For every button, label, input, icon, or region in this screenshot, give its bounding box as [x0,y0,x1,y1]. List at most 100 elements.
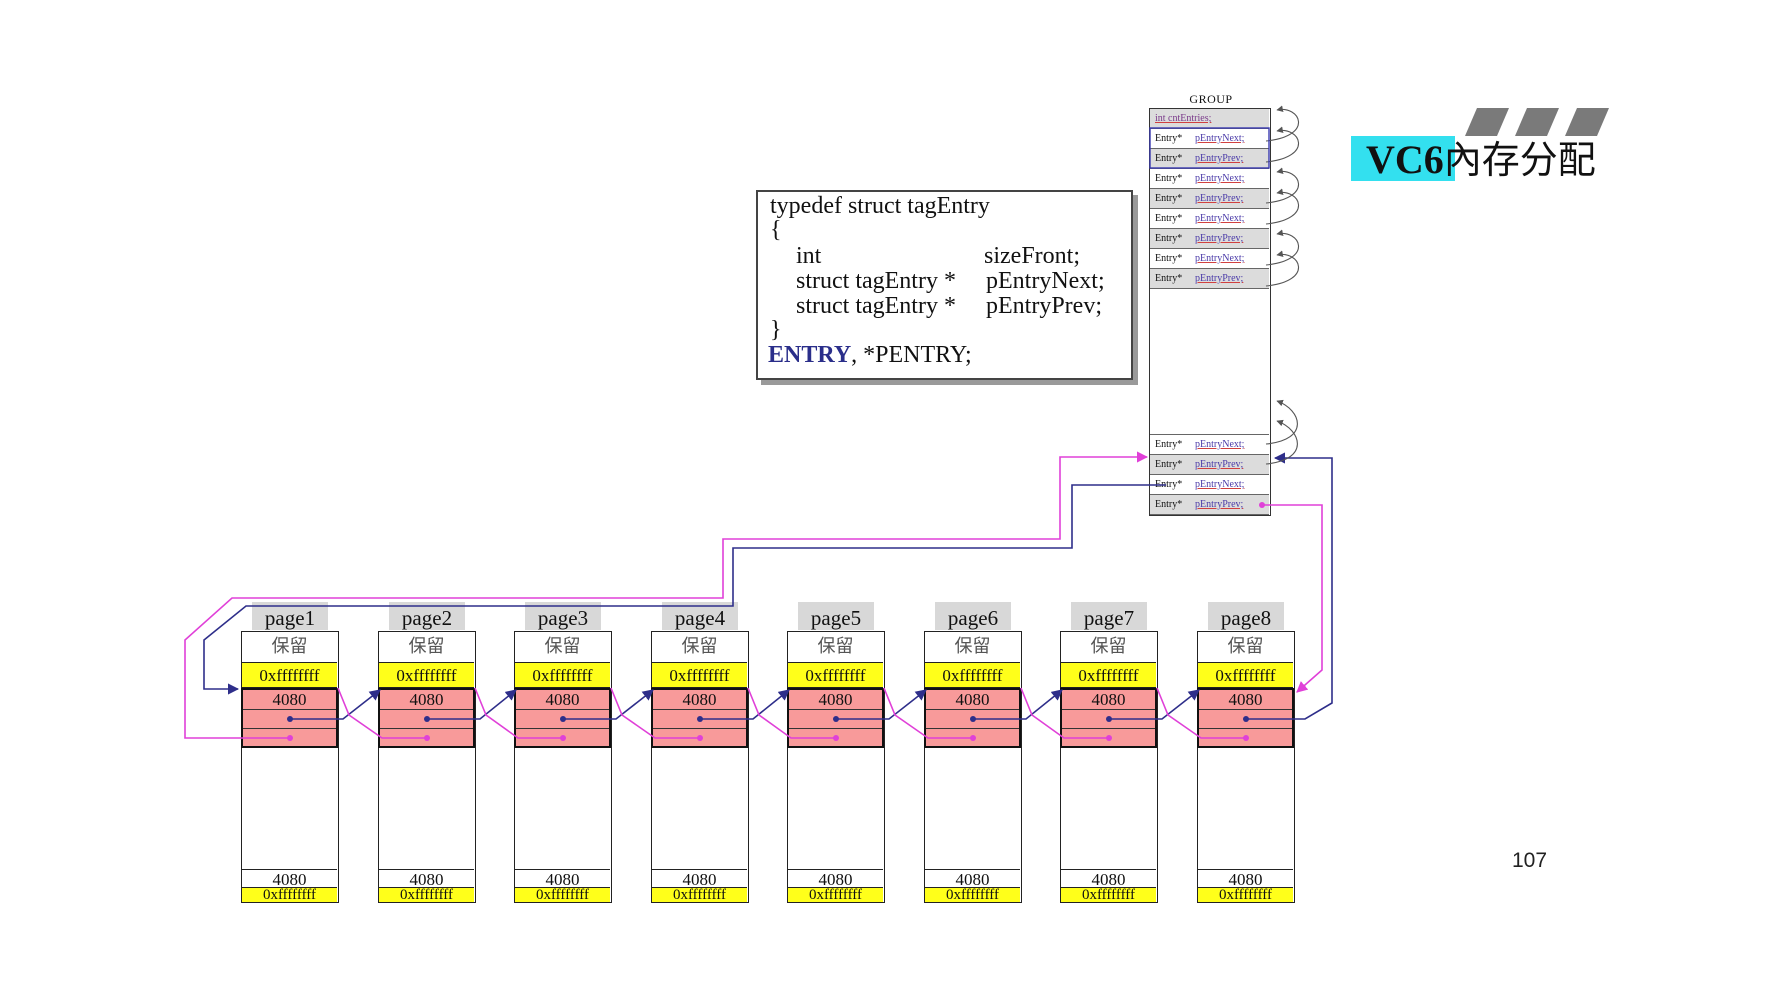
page-top-marker: 0xffffffff [788,662,883,688]
group-entry-type: Entry* [1155,233,1183,244]
page-bottom-size: 4080 [242,869,337,889]
code-line-close-brace: } [770,317,782,343]
code-line-open-brace: { [770,217,782,243]
entry-divider [516,709,609,710]
page-reserved-cell: 保留 [817,636,854,657]
group-entry-type: Entry* [1155,193,1183,204]
entry-divider [1062,709,1155,710]
group-row-bottom-2: Entry*pEntryNext; [1150,475,1269,495]
code-field-name-1: pEntryNext; [986,268,1105,294]
entry-size-front: 4080 [1091,690,1126,709]
group-row-bottom-0: Entry* pEntryNext; [1150,435,1269,455]
group-row-bottom-3: Entry*pEntryPrev; [1150,495,1269,515]
page-label-1: page1 [252,602,328,630]
page-label-2: page2 [389,602,465,630]
entry-divider [789,728,882,729]
group-row-top-4: Entry*pEntryNext; [1150,209,1269,229]
page-bottom-marker: 0xffffffff [242,887,337,903]
group-entry-pointer: pEntryNext; [1195,439,1245,450]
group-entry-type: Entry* [1155,133,1183,144]
page-free-entry: 4080 [241,688,338,748]
group-entry-pointer: pEntryNext; [1195,213,1245,224]
entry-divider [926,728,1019,729]
page-free-entry: 4080 [1197,688,1294,748]
group-entry-type: Entry* [1155,439,1183,450]
code-line-typedef: typedef struct tagEntry [770,193,990,219]
entry-divider [1199,709,1292,710]
entry-size-front: 4080 [1228,690,1263,709]
entry-size-front: 4080 [545,690,580,709]
page-label-3: page3 [525,602,601,630]
code-field-name-2: pEntryPrev; [986,293,1102,319]
entry-divider [926,709,1019,710]
group-entry-type: Entry* [1155,153,1183,164]
page-bottom-marker: 0xffffffff [925,887,1020,903]
page-free-entry: 4080 [651,688,748,748]
group-row-top-3: Entry* pEntryPrev; [1150,189,1269,209]
page-reserved-cell: 保留 [408,636,445,657]
code-field-type-0: int [796,243,822,269]
group-entry-type: Entry* [1155,253,1183,264]
group-entry-pointer: pEntryNext; [1195,479,1245,490]
code-field-type-1: struct tagEntry * [796,268,956,294]
group-row-bottom-1: Entry*pEntryPrev; [1150,455,1269,475]
page-top-marker: 0xffffffff [515,662,610,688]
page-bottom-marker: 0xffffffff [515,887,610,903]
group-row-top-1: Entry*pEntryPrev; [1150,149,1269,169]
page-bottom-size: 4080 [652,869,747,889]
slide-page-number: 107 [1512,849,1548,872]
page-bottom-size: 4080 [515,869,610,889]
entry-divider [653,728,746,729]
entry-divider [1199,728,1292,729]
group-table: int cntEntries; Entry*pEntryNext;Entry*p… [1149,108,1271,516]
page-bottom-size: 4080 [379,869,474,889]
page-label-4: page4 [662,602,738,630]
title-stripes-decoration [1465,108,1609,136]
page-free-entry: 4080 [787,688,884,748]
group-entry-pointer: pEntryNext; [1195,173,1245,184]
entry-size-front: 4080 [955,690,990,709]
page-free-entry: 4080 [1060,688,1157,748]
group-entry-pointer: pEntryPrev; [1195,499,1244,510]
title-highlight [1351,136,1455,181]
page-top-marker: 0xffffffff [379,662,474,688]
page-bottom-size: 4080 [788,869,883,889]
group-caption: GROUP [1189,92,1233,106]
page-free-entry: 4080 [378,688,475,748]
entry-divider [653,709,746,710]
entry-size-front: 4080 [818,690,853,709]
entry-divider [1062,728,1155,729]
entry-divider [243,728,336,729]
page-bottom-marker: 0xffffffff [652,887,747,903]
page-bottom-marker: 0xffffffff [788,887,883,903]
page-label-8: page8 [1208,602,1284,630]
page-reserved-cell: 保留 [681,636,718,657]
code-line-entry: ENTRY, *PENTRY; [768,343,972,368]
group-entry-pointer: pEntryPrev; [1195,273,1244,284]
group-row-top-5: Entry*pEntryPrev; [1150,229,1269,249]
group-entry-type: Entry* [1155,459,1183,470]
group-entry-pointer: pEntryNext; [1195,253,1245,264]
code-field-type-2: struct tagEntry * [796,293,956,319]
page-free-entry: 4080 [924,688,1021,748]
entry-size-front: 4080 [409,690,444,709]
title-cjk: 內存分配 [1443,138,1596,182]
page-bottom-size: 4080 [1198,869,1293,889]
code-entry-keyword: ENTRY [768,342,852,368]
page-top-marker: 0xffffffff [1198,662,1293,688]
slide-title: VC6內存分配 [1366,137,1596,183]
page-bottom-size: 4080 [925,869,1020,889]
group-entry-type: Entry* [1155,173,1183,184]
page-reserved-cell: 保留 [1090,636,1127,657]
struct-definition-box [756,190,1133,380]
entry-size-front: 4080 [682,690,717,709]
page-label-7: page7 [1071,602,1147,630]
entry-divider [380,709,473,710]
page-bottom-marker: 0xffffffff [379,887,474,903]
group-entry-pointer: pEntryPrev; [1195,193,1244,204]
entry-divider [243,709,336,710]
